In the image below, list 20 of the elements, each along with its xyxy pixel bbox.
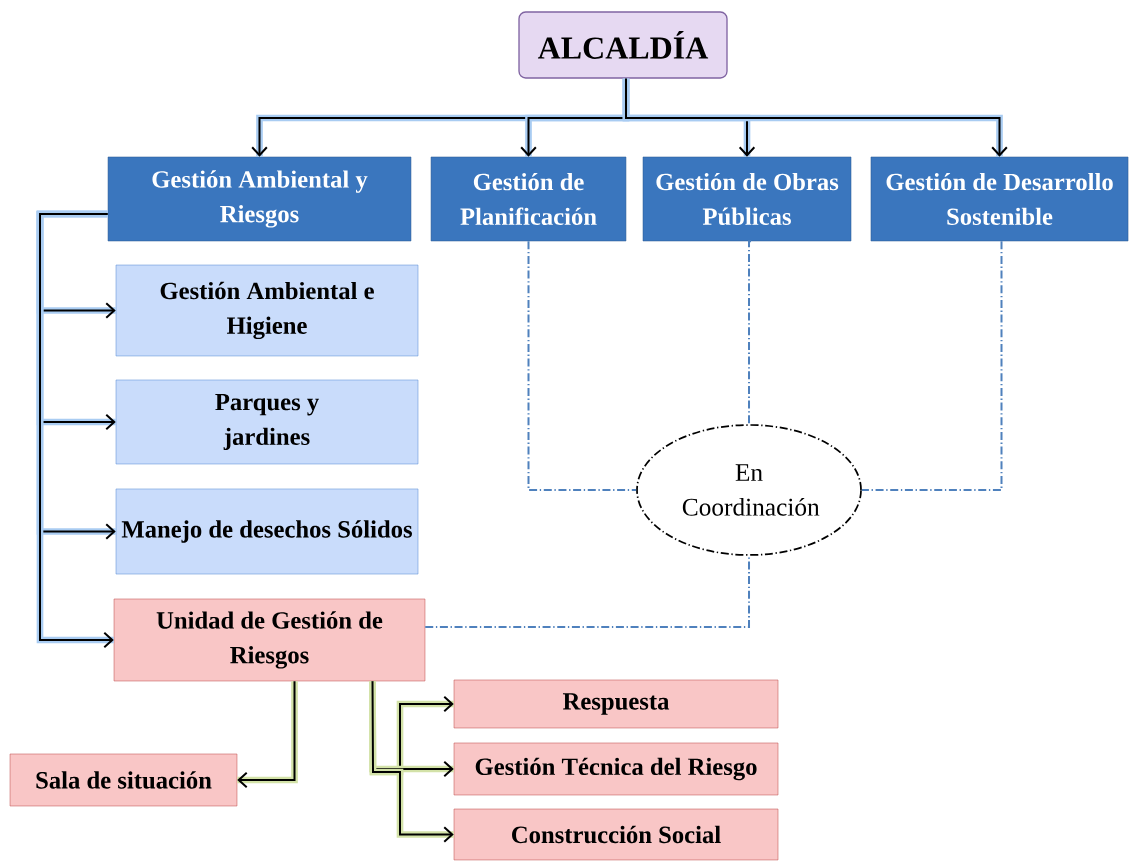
unit-box: Construcción Social: [453, 808, 779, 861]
connector-line: [860, 240, 1003, 491]
arrow: [622, 77, 1008, 157]
title-box: ALCALDÍA: [518, 11, 728, 79]
arrow: [369, 680, 454, 843]
department-box: Gestión Ambiental y Riesgos: [107, 156, 412, 242]
unit-box: Unidad de Gestión de Riesgos: [113, 598, 426, 682]
section-box: Parques y jardines: [115, 379, 419, 465]
arrow: [237, 680, 298, 789]
section-box: Manejo de desechos Sólidos: [115, 488, 419, 575]
section-box: Gestión Ambiental e Higiene: [115, 264, 419, 357]
department-box: Gestión de Planificación: [430, 156, 627, 242]
unit-box: Sala de situación: [9, 753, 238, 807]
unit-box: Gestión Técnica del Riesgo: [453, 742, 779, 796]
department-box: Gestión de Obras Públicas: [642, 156, 852, 242]
unit-box: Respuesta: [453, 679, 779, 729]
connector-line: [748, 240, 752, 426]
connector-line: [424, 554, 750, 628]
connector-line: [527, 240, 638, 491]
department-box: Gestión de Desarrollo Sostenible: [870, 156, 1129, 242]
